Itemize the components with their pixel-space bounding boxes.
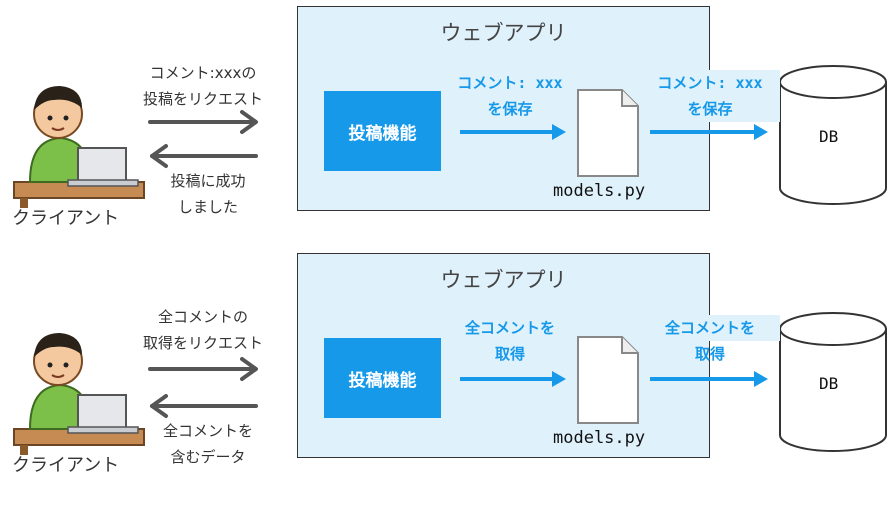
response-label-line-1: 全コメントを (162, 422, 253, 440)
client-person-icon (13, 86, 145, 208)
file-icon (577, 336, 639, 424)
to-file-label: 全コメントを 取得 (440, 315, 580, 367)
arrow-to-file (460, 371, 566, 387)
arrow-to-db (650, 124, 768, 140)
request-label-line-2: 取得をリクエスト (142, 334, 263, 352)
to-db-label-line-2: を保存 (640, 96, 780, 122)
request-label-line-2: 投稿をリクエスト (142, 90, 263, 108)
response-label-line-2: しました (177, 198, 238, 216)
database-icon (779, 312, 887, 452)
response-label-line-1: 投稿に成功 (170, 172, 246, 190)
file-name: models.py (553, 181, 646, 201)
to-file-label-line-1: 全コメントを (464, 319, 555, 337)
web-app-title: ウェブアプリ (440, 268, 567, 292)
to-db-label: コメント: xxx を保存 (640, 70, 780, 122)
web-app-box: ウェブアプリ 投稿機能 (297, 6, 710, 211)
to-file-label: コメント: xxx を保存 (440, 70, 580, 122)
request-label-line-1: 全コメントの (157, 308, 248, 326)
to-db-label: 全コメントを 取得 (640, 315, 780, 367)
feature-box: 投稿機能 (324, 91, 441, 171)
response-label: 全コメントを 含むデータ (148, 418, 268, 470)
diagram-panel-fetch: クライアント 全コメントの 取得をリクエスト 全コメントを 含むデータ ウェブア… (0, 247, 891, 476)
web-app-title: ウェブアプリ (440, 21, 567, 45)
client-label: クライアント (12, 208, 120, 229)
to-db-label-line-2: 取得 (694, 345, 725, 363)
web-app-box: ウェブアプリ 投稿機能 (297, 253, 710, 458)
db-label: DB (819, 127, 839, 146)
database-icon (779, 65, 887, 205)
to-file-label-line-2: を保存 (487, 100, 533, 118)
to-file-label-line-2: 取得 (494, 345, 525, 363)
data-flow-graphics (460, 65, 887, 205)
client-person-icon (13, 333, 145, 455)
client-label: クライアント (12, 455, 120, 476)
to-db-label-line-1: コメント: xxx (640, 70, 780, 96)
arrow-to-file (460, 124, 566, 140)
response-label: 投稿に成功 しました (148, 168, 268, 220)
client-arrows (148, 357, 258, 418)
arrow-to-db (650, 371, 768, 387)
file-icon (577, 89, 639, 177)
db-label: DB (819, 374, 839, 393)
request-label: コメント:xxxの 投稿をリクエスト (128, 60, 278, 112)
data-flow-graphics (460, 312, 887, 452)
file-name: models.py (553, 428, 646, 448)
to-file-label-line-1: コメント: xxx (457, 74, 563, 92)
request-label-line-1: コメント:xxxの (149, 64, 257, 82)
response-label-line-2: 含むデータ (170, 448, 246, 466)
diagram-panel-post: クライアント コメント:xxxの 投稿をリクエスト 投稿に成功 しました ウェブ… (0, 0, 891, 230)
to-db-label-line-1: 全コメントを (640, 315, 780, 341)
client-arrows (148, 110, 258, 168)
request-label: 全コメントの 取得をリクエスト (128, 304, 278, 356)
feature-box: 投稿機能 (324, 338, 441, 418)
